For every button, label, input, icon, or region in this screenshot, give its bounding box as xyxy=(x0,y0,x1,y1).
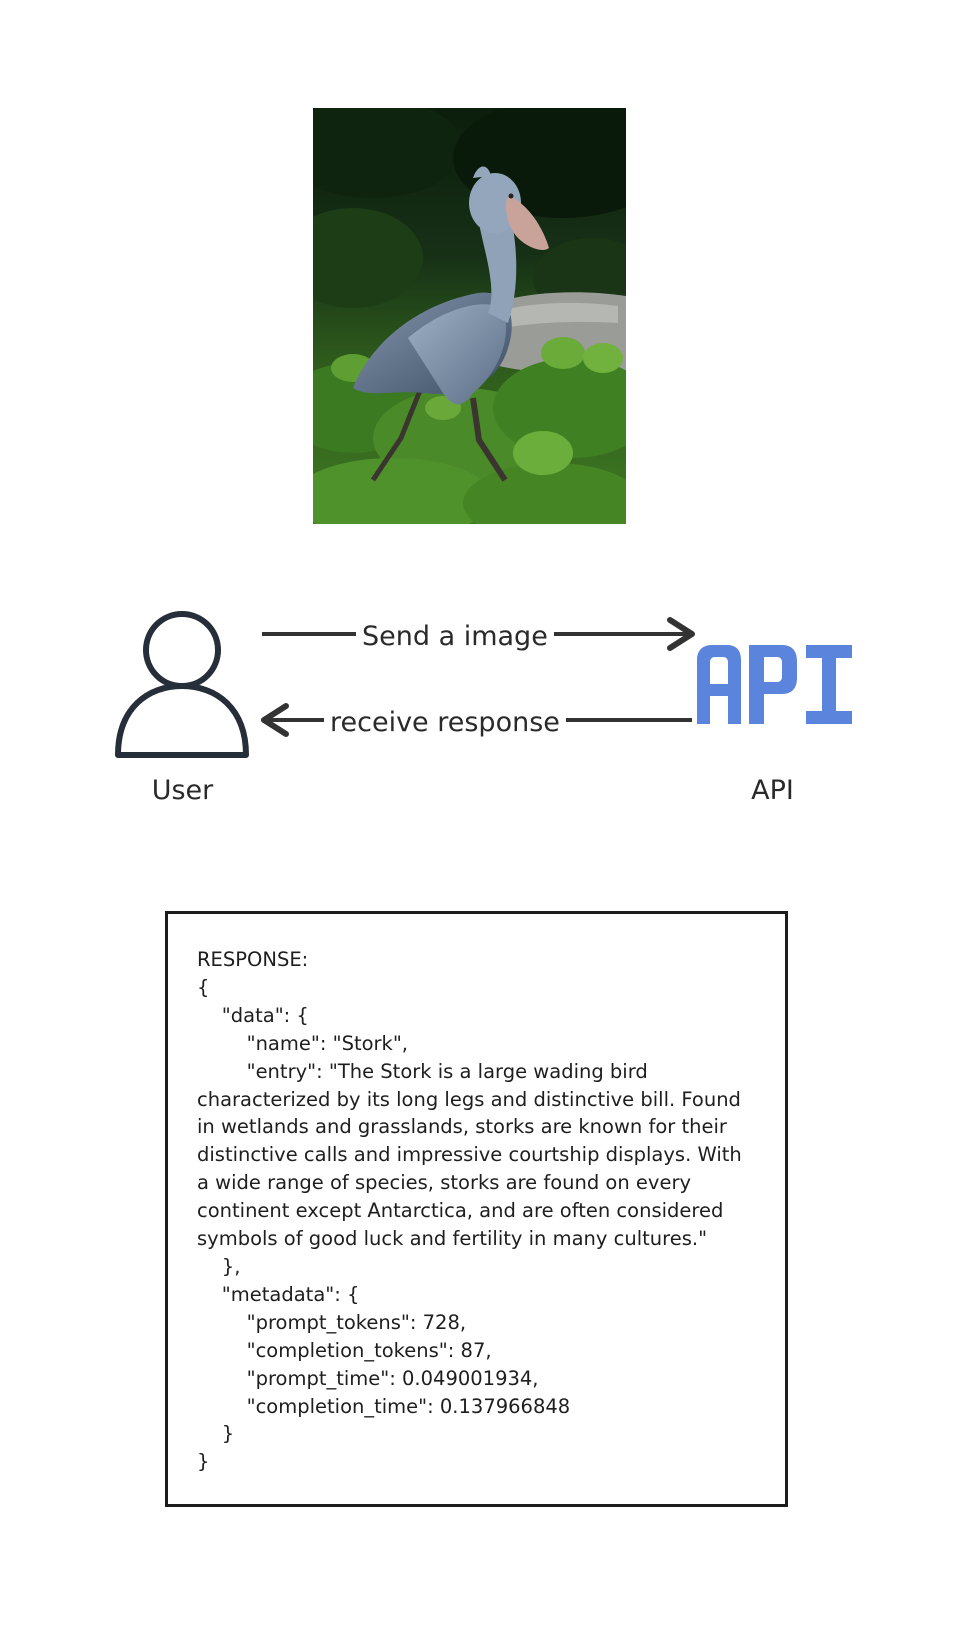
response-json-text: RESPONSE: { "data": { "name": "Stork", "… xyxy=(197,948,742,1474)
send-label: Send a image xyxy=(356,620,554,654)
user-api-diagram: Send a image receive response User API xyxy=(0,590,958,820)
response-box: RESPONSE: { "data": { "name": "Stork", "… xyxy=(165,911,788,1507)
user-caption: User xyxy=(151,775,214,806)
api-logo-icon xyxy=(697,645,852,724)
user-icon xyxy=(115,611,249,758)
api-caption: API xyxy=(751,775,794,806)
stork-photo xyxy=(313,108,626,524)
receive-label: receive response xyxy=(324,706,566,740)
